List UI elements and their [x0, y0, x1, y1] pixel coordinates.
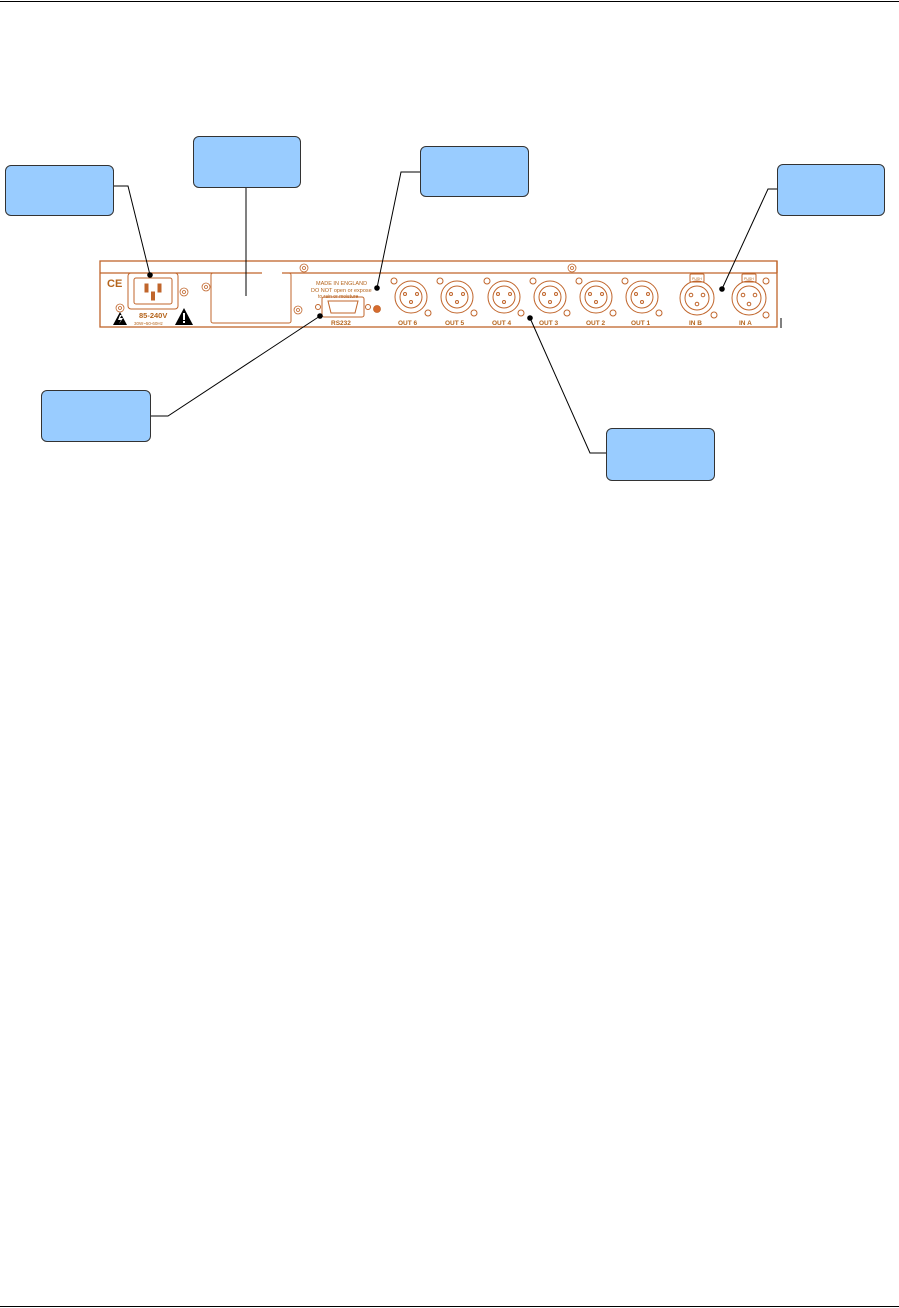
xlr-outputs	[390, 277, 663, 317]
out3-connector	[529, 277, 571, 317]
callout-rs232	[41, 390, 151, 442]
callout-power-inlet	[5, 165, 114, 216]
leader-power-inlet	[114, 185, 151, 276]
status-led	[373, 305, 381, 313]
out4-label: OUT 4	[492, 320, 512, 327]
warning-icon	[113, 312, 127, 325]
out6-connector	[390, 277, 432, 317]
in-a-push-label: PUSH	[744, 277, 754, 281]
rs232-connector	[315, 296, 371, 318]
warning-text-line1: DO NOT open or expose	[311, 288, 372, 294]
power-inlet	[127, 272, 179, 310]
ce-mark: CE	[107, 278, 122, 290]
callout-outputs	[606, 428, 715, 481]
in-a-connector	[731, 273, 770, 319]
callout-status-led	[420, 146, 529, 197]
out1-connector	[621, 277, 663, 317]
out4-connector	[483, 277, 525, 317]
top-rule	[0, 1, 899, 2]
label-plate	[210, 272, 292, 324]
out6-label: OUT 6	[398, 320, 418, 327]
power-rating-label: 30W~50-60Hz	[134, 321, 164, 326]
in-b-connector	[679, 273, 718, 319]
in-a-label: IN A	[739, 320, 752, 327]
xlr-inputs	[679, 273, 770, 319]
leader-inputs	[721, 188, 777, 290]
out2-connector	[575, 277, 617, 317]
leader-status-led	[376, 171, 420, 289]
bottom-rule	[0, 1306, 899, 1307]
made-in-label: MADE IN ENGLAND	[316, 281, 367, 287]
in-b-push-label: PUSH	[692, 277, 702, 281]
out5-label: OUT 5	[445, 320, 465, 327]
leader-lines	[114, 171, 777, 454]
out3-label: OUT 3	[539, 320, 559, 327]
leader-dots	[147, 272, 725, 321]
callout-label-area	[193, 136, 301, 188]
in-b-label: IN B	[689, 320, 702, 327]
out1-label: OUT 1	[631, 320, 651, 327]
mounting-screws	[115, 263, 577, 315]
caution-icon	[175, 308, 193, 325]
callout-inputs	[777, 164, 885, 216]
voltage-label: 85-240V	[139, 311, 167, 320]
out2-label: OUT 2	[586, 320, 606, 327]
rear-panel	[99, 260, 778, 328]
rs232-label: RS232	[331, 320, 351, 327]
out5-connector	[436, 277, 478, 317]
leader-rs232	[151, 315, 321, 417]
leader-outputs	[529, 317, 606, 454]
